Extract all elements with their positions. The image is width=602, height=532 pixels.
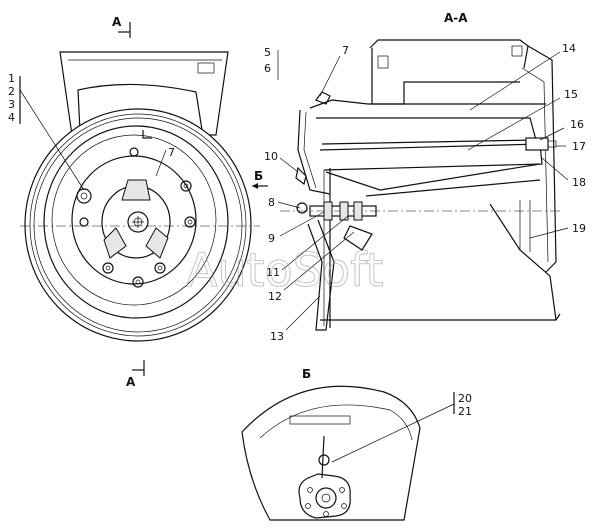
callout-7-left: 7 [168,146,175,159]
callout-13: 13 [270,330,284,343]
star-flange [298,473,351,519]
callout-16: 16 [570,118,584,131]
housing-clip [197,62,215,74]
drum-bottom [320,313,561,321]
ring-3 [33,117,243,333]
watermark: AutoSoft [186,243,384,297]
clamp [295,166,307,186]
front-view [19,22,260,376]
tank-body [77,83,203,133]
callout-19: 19 [572,222,586,235]
tank-top [369,39,529,69]
detail-housing [241,385,421,521]
rim [43,125,229,319]
drum-lower [489,203,557,321]
slot [289,415,351,425]
cut-mark-top: А [112,15,122,29]
section-title: А-А [444,11,468,25]
callout-9: 9 [268,232,275,245]
callout-12: 12 [268,290,282,303]
callout-17: 17 [572,140,586,153]
callout-11: 11 [266,266,280,279]
callout-5: 5 [264,46,271,59]
callout-1: 1 [8,72,15,85]
callout-4: 4 [8,111,15,124]
rim-inner [51,134,217,306]
cut-mark-bottom: А [126,375,136,389]
drum-top [309,99,546,109]
tank-step [371,48,520,105]
nuts [323,201,363,221]
front-plate [297,109,331,195]
side-bolt [525,137,549,151]
callout-6: 6 [264,62,271,75]
labels: А А А-А Б Б 1 2 3 4 7 5 6 7 14 15 16 17 … [8,11,586,418]
spoke-right [145,227,169,259]
drum-band-1 [316,117,537,145]
callout-20: 20 [458,392,472,405]
top-clamp [315,91,331,105]
ring-2 [29,113,247,337]
grease-fitting [296,202,308,214]
mark-bracket [142,130,152,139]
callout-3: 3 [8,98,15,111]
section-view [252,39,569,331]
callout-15: 15 [564,88,578,101]
callout-10: 10 [264,150,278,163]
stem [321,435,325,479]
spoke-top [121,179,151,201]
callout-7: 7 [342,44,349,57]
callout-18: 18 [572,176,586,189]
detail-view [241,385,455,521]
detail-title: Б [302,367,311,381]
drum-cone [325,163,541,191]
spoke-left [103,227,127,259]
callout-14: 14 [562,42,576,55]
housing-top [59,51,229,136]
support-bracket [307,219,335,331]
callout-2: 2 [8,85,15,98]
callout-21: 21 [458,405,472,418]
back-wall [527,45,557,273]
view-arrow-label: Б [254,169,263,183]
callout-8: 8 [268,196,275,209]
drum-band-2 [319,143,543,171]
flange-clamp [343,225,373,251]
